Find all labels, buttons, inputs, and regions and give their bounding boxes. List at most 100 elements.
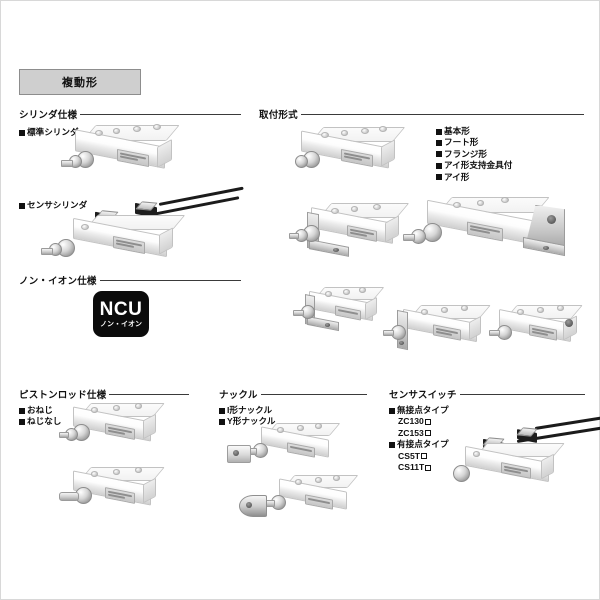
list-item-label: フランジ形 (444, 148, 487, 159)
knuckle-y-body (239, 495, 267, 517)
mounting-hole-icon (333, 248, 339, 252)
piston-rod (41, 248, 53, 255)
port-hole-icon (441, 307, 448, 313)
ncu-logo-sub: ノン・イオン (100, 320, 142, 328)
bullet-square-icon (19, 202, 25, 209)
rod-nut (423, 223, 442, 242)
port-hole-icon (91, 407, 98, 413)
image-sensor-switch-cylinder (451, 416, 600, 511)
port-hole-icon (501, 197, 509, 203)
bullet-square-icon (436, 151, 442, 158)
port-hole-icon (135, 403, 142, 409)
cylinder-end-face (157, 139, 172, 168)
port-hole-icon (135, 467, 142, 473)
list-item-solid-state-type: 無接点タイプ (389, 405, 449, 416)
bullet-square-icon (219, 418, 225, 425)
section-rule (99, 279, 241, 281)
port-hole-icon (315, 423, 322, 429)
port-hole-icon (277, 427, 284, 433)
model-zc130: ZC130 (389, 416, 449, 427)
list-item-label: 標準シリンダ (27, 127, 79, 137)
list-item-y-knuckle: Y形ナックル (219, 416, 275, 427)
list-item-sensor-cylinder: センサシリンダ (19, 200, 87, 211)
list-item-label: 基本形 (444, 126, 470, 136)
cylinder-end-face (541, 453, 554, 480)
bullet-square-icon (219, 407, 225, 414)
list-item-standard-cylinder: 標準シリンダ (19, 127, 79, 138)
list-item-eye-type-with-bracket: アイ形支持金具付 (436, 160, 512, 171)
list-item-label: I形ナックル (227, 405, 273, 415)
model-zc153: ZC153 (389, 428, 449, 439)
list-item-basic-type: 基本形 (436, 126, 512, 137)
list-cylinder-spec: 標準シリンダ (19, 127, 79, 138)
port-hole-icon (91, 471, 98, 477)
port-hole-icon (373, 204, 381, 210)
port-hole-icon (361, 128, 369, 134)
port-hole-icon (95, 130, 103, 136)
bullet-square-icon (19, 407, 25, 414)
port-hole-icon (351, 206, 358, 212)
model-suffix-box-icon (424, 418, 431, 425)
port-hole-icon (343, 289, 350, 295)
section-title-mounting-style: 取付形式 (259, 110, 298, 121)
piston-rod (383, 330, 394, 336)
image-piston-rod-male-thread (59, 399, 189, 459)
model-suffix-box-icon (420, 453, 427, 460)
list-item-flange-type: フランジ形 (436, 149, 512, 160)
section-rule (80, 113, 241, 115)
port-hole-icon (333, 475, 340, 481)
image-mounting-flange-type (383, 301, 513, 371)
port-hole-icon (477, 200, 484, 206)
port-hole-icon (359, 287, 366, 293)
port-hole-icon (297, 425, 304, 431)
model-number: ZC130 (398, 416, 424, 427)
port-hole-icon (295, 479, 302, 485)
port-hole-icon (517, 309, 524, 315)
piston-rod (293, 310, 304, 316)
port-hole-icon (325, 291, 332, 297)
section-title-piston-rod-spec: ピストンロッド仕様 (19, 390, 107, 401)
image-sensor-cylinder (41, 186, 244, 266)
piston-rod-plain (59, 492, 79, 501)
list-item-foot-type: フート形 (436, 137, 512, 148)
port-hole-icon (331, 208, 339, 214)
bullet-square-icon (436, 174, 442, 181)
cylinder-end-face (143, 477, 156, 504)
rod-nut (295, 155, 308, 168)
image-standard-cylinder (61, 119, 201, 199)
port-hole-icon (379, 126, 387, 132)
model-number: ZC153 (398, 427, 424, 438)
ncu-logo-main: NCU (99, 298, 143, 320)
page-title-badge: 複動形 (19, 69, 141, 95)
piston-rod-threaded (59, 432, 69, 438)
image-i-knuckle (225, 419, 355, 481)
page-title: 複動形 (62, 77, 98, 89)
list-item-eye-type: アイ形 (436, 172, 512, 183)
piston-rod (489, 330, 500, 336)
list-item-label: おねじ (27, 405, 53, 415)
list-item-no-thread: ねじなし (19, 416, 61, 427)
port-hole-icon (113, 128, 120, 134)
list-item-label: Y形ナックル (227, 416, 276, 427)
foot-bracket-base (307, 315, 339, 332)
list-knuckle: I形ナックル Y形ナックル (219, 405, 275, 428)
image-piston-rod-no-thread (59, 463, 189, 523)
list-mounting-style: 基本形 フート形 フランジ形 アイ形支持金具付 アイ形 (436, 126, 512, 183)
section-header-piston-rod-spec: ピストンロッド仕様 (19, 387, 189, 401)
model-cs5t: CS5T (389, 451, 449, 462)
cylinder-end-face (381, 139, 395, 167)
model-suffix-box-icon (425, 464, 432, 471)
image-mounting-foot-type (289, 199, 439, 274)
section-header-mounting-style: 取付形式 (259, 107, 584, 121)
list-sensor-switch: 無接点タイプ ZC130 ZC153 有接点タイプ CS5T CS11T (389, 405, 449, 473)
section-rule (109, 393, 189, 395)
eye-pin-hole-icon (547, 215, 556, 224)
cylinder-end-face (365, 296, 377, 321)
piston-rod (289, 233, 299, 239)
piston-rod (403, 234, 415, 241)
mounting-hole-icon (543, 246, 549, 250)
section-rule (260, 393, 367, 395)
port-hole-icon (133, 126, 141, 132)
image-mounting-foot-type-small (293, 283, 413, 347)
